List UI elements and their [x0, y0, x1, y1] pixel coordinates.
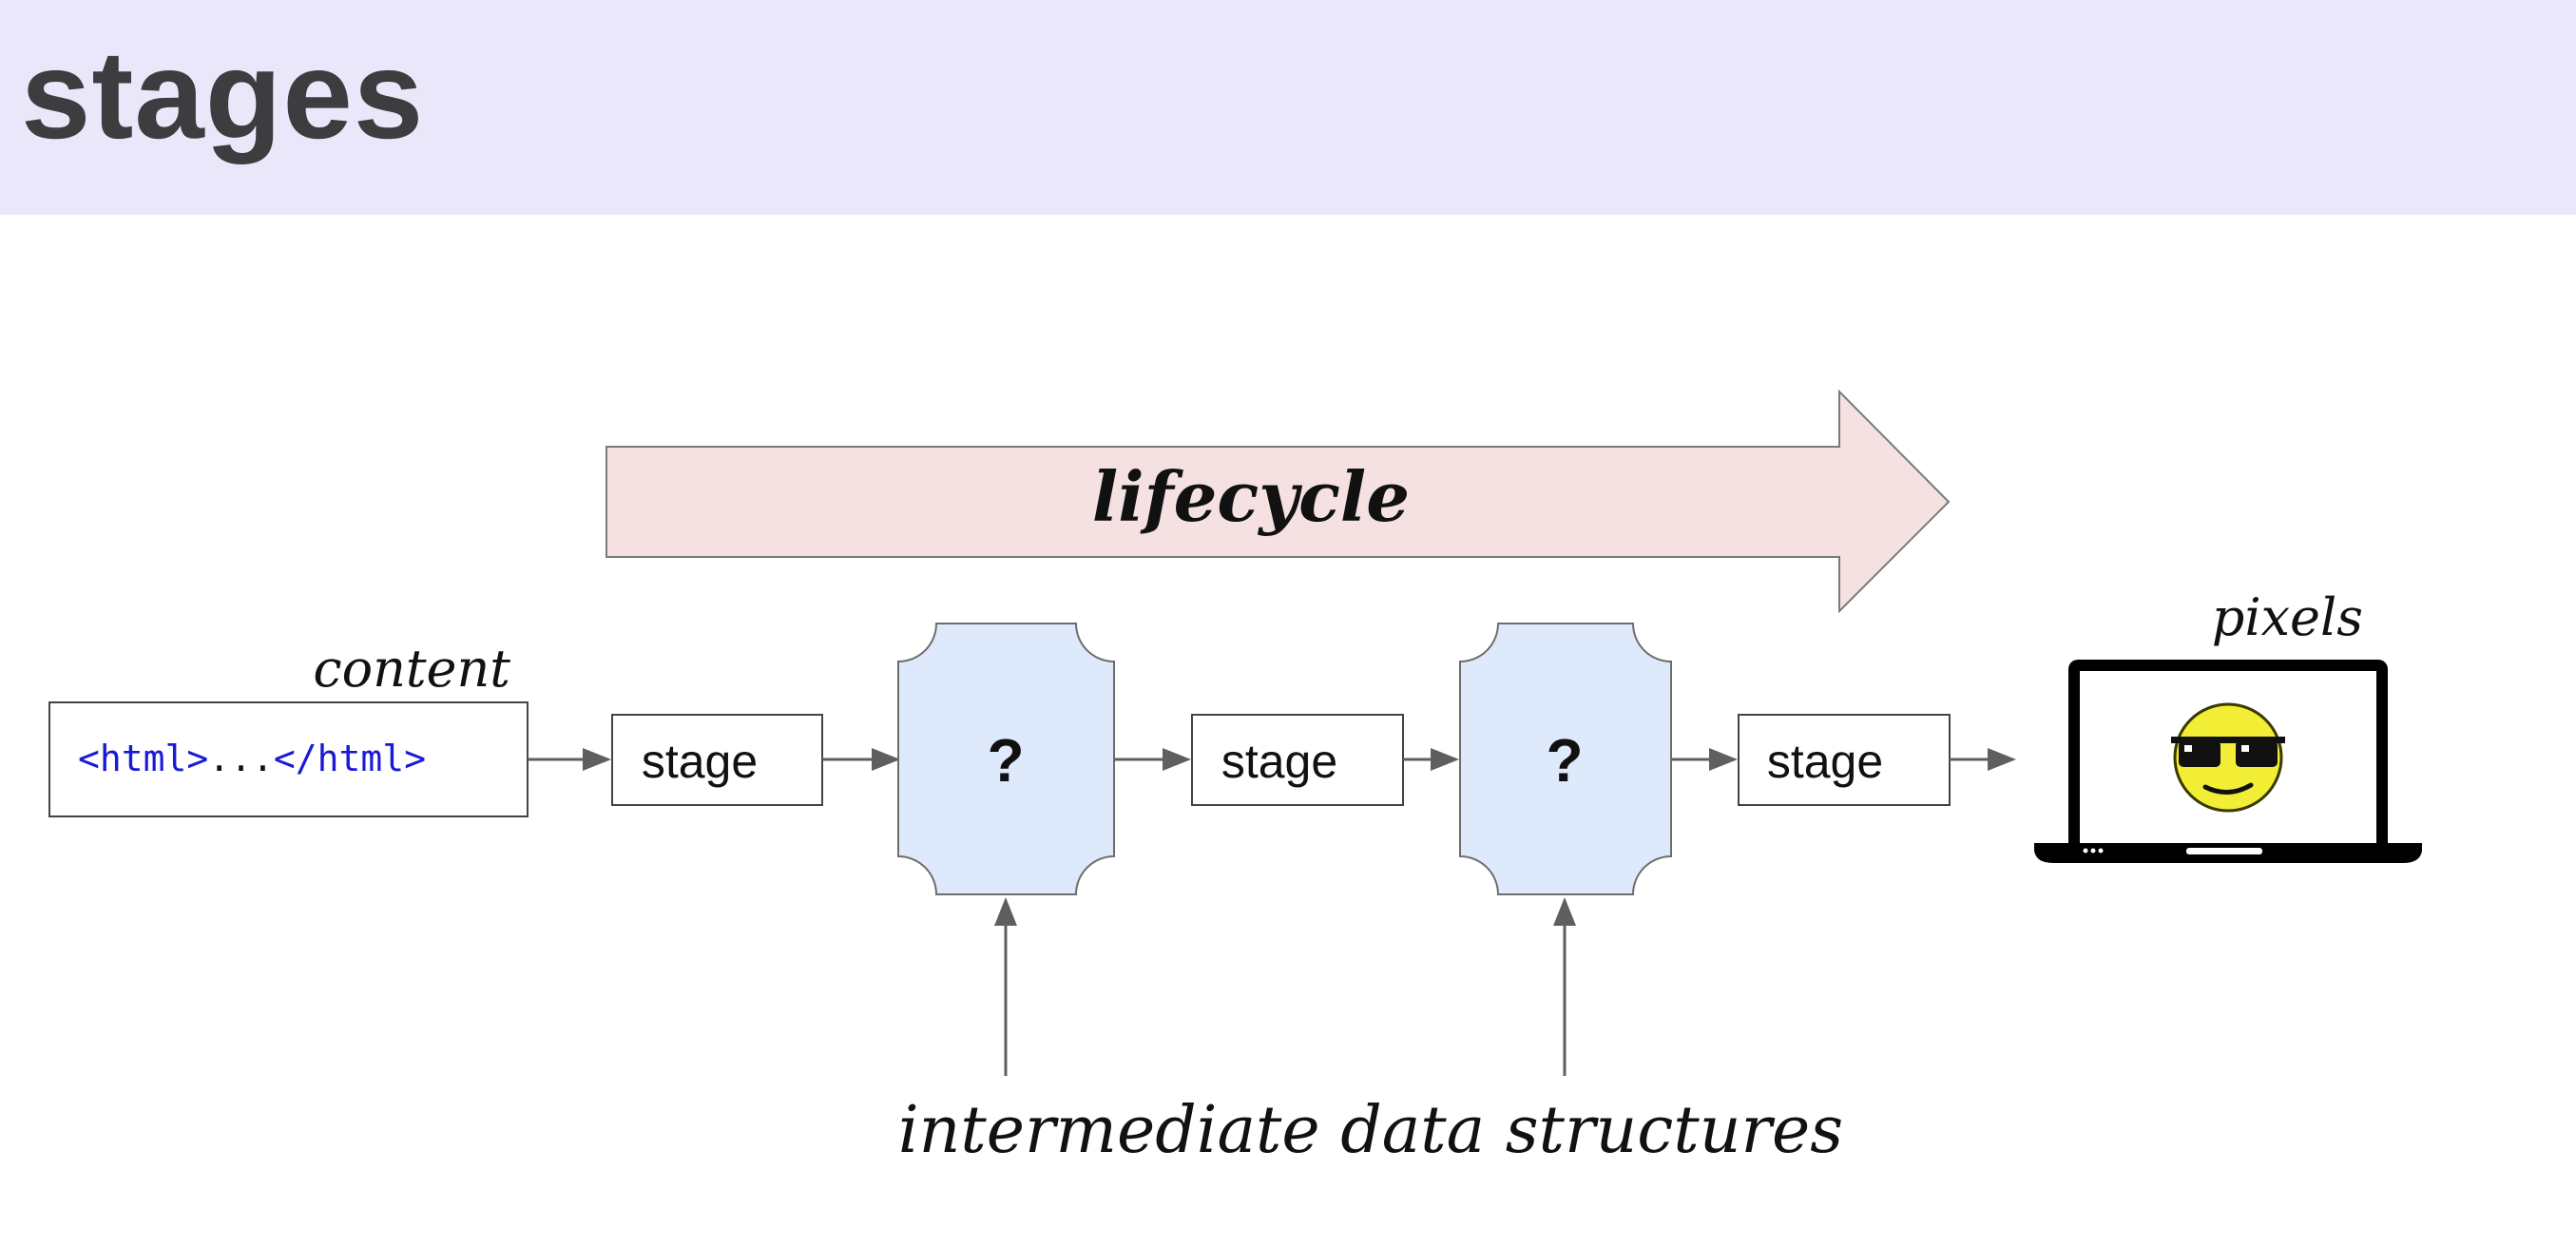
lifecycle-label: lifecycle [1092, 456, 1410, 537]
stage-label: stage [1221, 735, 1337, 788]
html-code-snippet: <html>...</html> [78, 738, 426, 779]
pixels-label: pixels [2212, 587, 2363, 647]
content-box [48, 701, 529, 817]
intermediate-structure: ? [897, 623, 1115, 895]
intermediate-data-structures-label: intermediate data structures [898, 1093, 1843, 1168]
lifecycle-arrow: lifecycle [606, 389, 1951, 614]
header-band: stages [0, 0, 2576, 215]
intermediate-label: ? [1546, 726, 1583, 795]
stage-box: stage [1738, 714, 1951, 806]
smiley-sunglasses-icon [2171, 702, 2285, 813]
content-input: content <html>...</html> [48, 639, 529, 817]
html-close-tag: </html> [274, 738, 426, 779]
intermediate-label: ? [987, 726, 1024, 795]
laptop-icon [2034, 660, 2422, 863]
stage-label: stage [642, 735, 758, 788]
content-label: content [313, 639, 510, 699]
stage-box: stage [1191, 714, 1404, 806]
stage-box: stage [611, 714, 823, 806]
html-open-tag: <html> [78, 738, 208, 779]
intermediate-structure: ? [1459, 623, 1672, 895]
stage-label: stage [1767, 735, 1883, 788]
html-ellipsis: ... [208, 738, 274, 779]
page-title: stages [21, 25, 425, 164]
